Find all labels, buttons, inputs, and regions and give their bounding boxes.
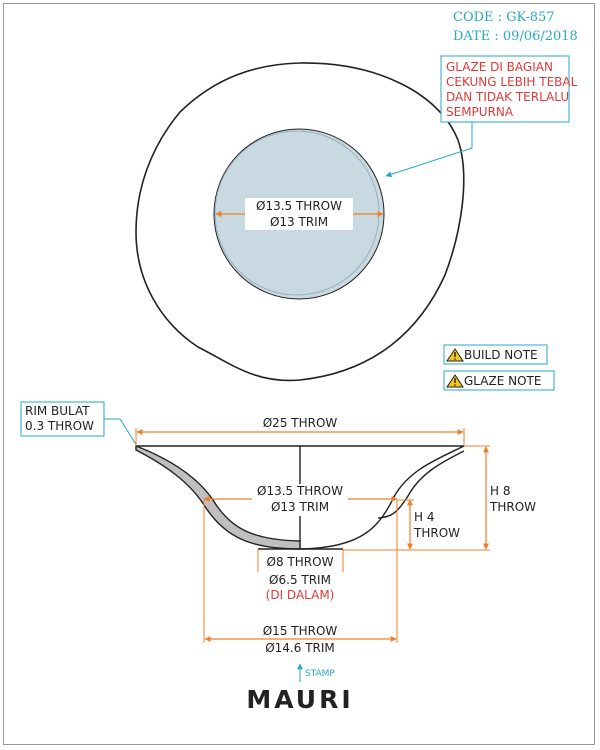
bowl-right-wall [299, 445, 465, 550]
glaze-callout-line4: SEMPURNA [446, 105, 514, 119]
rim-callout-line2: 0.3 THROW [25, 419, 94, 433]
dim-inner-throw: Ø13.5 THROW [257, 484, 343, 498]
code-text: CODE : GK-857 [453, 10, 555, 25]
date-text: DATE : 09/06/2018 [453, 29, 578, 44]
dim-top-label: Ø25 THROW [263, 416, 338, 430]
build-note-button[interactable]: BUILD NOTE [443, 344, 548, 365]
stamp-label: STAMP [305, 669, 335, 679]
dim-h4-label: H 4 [414, 510, 434, 524]
dim-inner-label-bg [252, 484, 348, 516]
glaze-callout-line2: CEKUNG LEBIH TEBAL [446, 75, 578, 89]
top-dia-label-bg [245, 198, 353, 230]
rim-callout-line1: RIM BULAT [25, 404, 90, 418]
glaze-callout-box [440, 55, 570, 123]
warning-icon [446, 374, 464, 388]
brand-logo: MAURI [246, 685, 353, 714]
rim-callout-leader [104, 418, 138, 447]
glaze-callout-line3: DAN TIDAK TERLALU [446, 90, 569, 104]
dim-inner-trim: Ø13 TRIM [271, 500, 329, 514]
dim-base-throw: Ø15 THROW [263, 624, 338, 638]
rim-callout-box [20, 401, 105, 437]
top-dia-trim: Ø13 TRIM [270, 215, 328, 229]
dim-h8-label2: THROW [489, 500, 536, 514]
bowl-right-wall-inner [377, 450, 465, 519]
dim-foot-trim: Ø6.5 TRIM [269, 573, 331, 587]
top-dia-throw: Ø13.5 THROW [256, 199, 342, 213]
glaze-note-label: GLAZE NOTE [464, 374, 541, 388]
sheet-border [3, 3, 595, 745]
glaze-note-button[interactable]: GLAZE NOTE [443, 370, 555, 391]
dim-foot-note: (DI DALAM) [266, 588, 335, 602]
glaze-callout-line1: GLAZE DI BAGIAN [446, 60, 553, 74]
dim-foot-throw: Ø8 THROW [267, 555, 334, 569]
dim-h4-label2: THROW [413, 526, 460, 540]
plate-outer-rim [135, 62, 465, 382]
dim-base-trim: Ø14.6 TRIM [265, 641, 335, 655]
dim-h8-label: H 8 [490, 484, 510, 498]
glaze-callout-leader [385, 122, 473, 178]
warning-icon [446, 348, 464, 362]
build-note-label: BUILD NOTE [464, 348, 538, 362]
